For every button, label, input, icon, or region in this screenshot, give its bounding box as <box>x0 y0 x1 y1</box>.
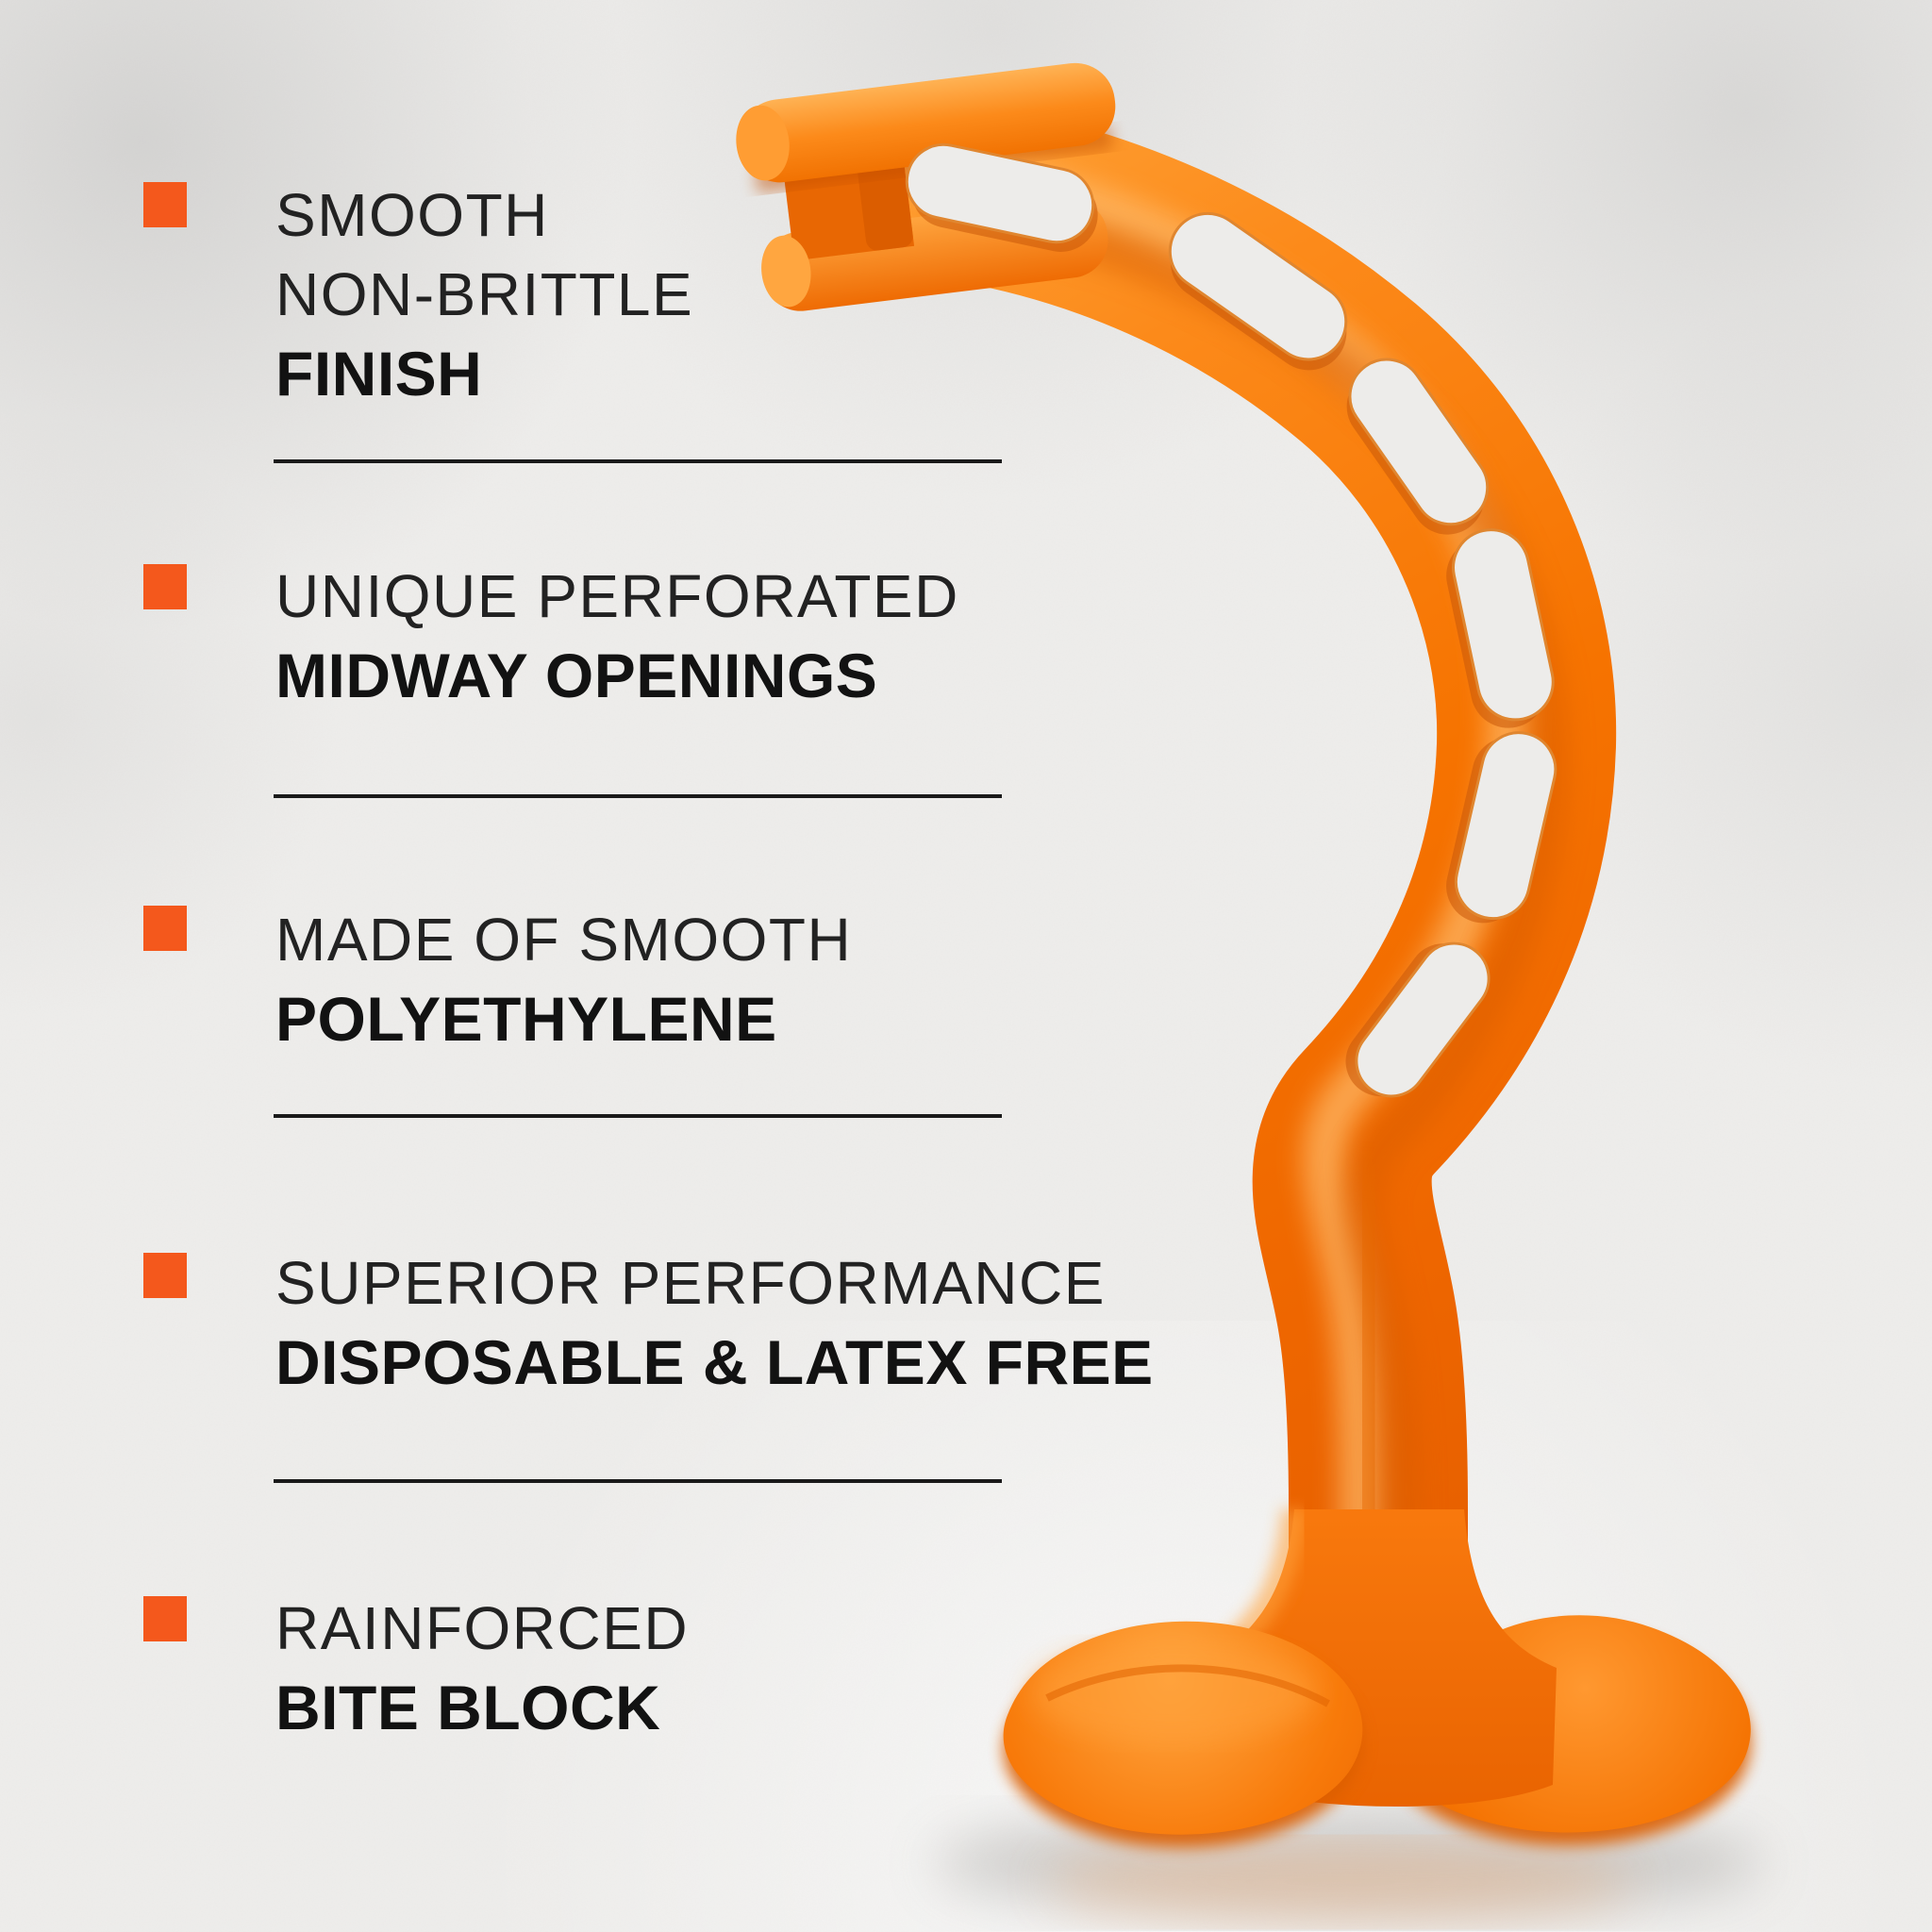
bullet-square <box>143 1253 187 1298</box>
bullet-square <box>143 182 187 227</box>
divider-line <box>274 1479 1002 1483</box>
feature-line-bold: POLYETHYLENE <box>275 984 777 1054</box>
bullet-square <box>143 906 187 951</box>
feature-item-disposable-latex-free: SUPERIOR PERFORMANCE DISPOSABLE & LATEX … <box>275 1243 1154 1402</box>
feature-item-midway-openings: UNIQUE PERFORATED MIDWAY OPENINGS <box>275 557 959 715</box>
feature-line-bold: FINISH <box>275 339 483 408</box>
midway-openings <box>905 142 1557 1098</box>
feature-line-bold: BITE BLOCK <box>275 1673 661 1742</box>
feature-line-bold: DISPOSABLE & LATEX FREE <box>275 1327 1154 1397</box>
feature-line-regular: SUPERIOR PERFORMANCE <box>275 1249 1106 1317</box>
feature-line-regular: NON-BRITTLE <box>275 260 694 328</box>
feature-line-regular: UNIQUE PERFORATED <box>275 562 959 630</box>
feature-item-smooth-finish: SMOOTH NON-BRITTLE FINISH <box>275 175 693 413</box>
bullet-square <box>143 1596 187 1641</box>
divider-line <box>274 1114 1002 1118</box>
feature-line-regular: SMOOTH <box>275 181 549 249</box>
feature-item-polyethylene: MADE OF SMOOTH POLYETHYLENE <box>275 900 852 1058</box>
divider-line <box>274 794 1002 798</box>
bullet-square <box>143 564 187 609</box>
divider-line <box>274 459 1002 463</box>
feature-line-regular: MADE OF SMOOTH <box>275 906 853 974</box>
feature-line-bold: MIDWAY OPENINGS <box>275 641 878 710</box>
feature-line-regular: RAINFORCED <box>275 1594 690 1662</box>
feature-item-bite-block: RAINFORCED BITE BLOCK <box>275 1589 689 1747</box>
